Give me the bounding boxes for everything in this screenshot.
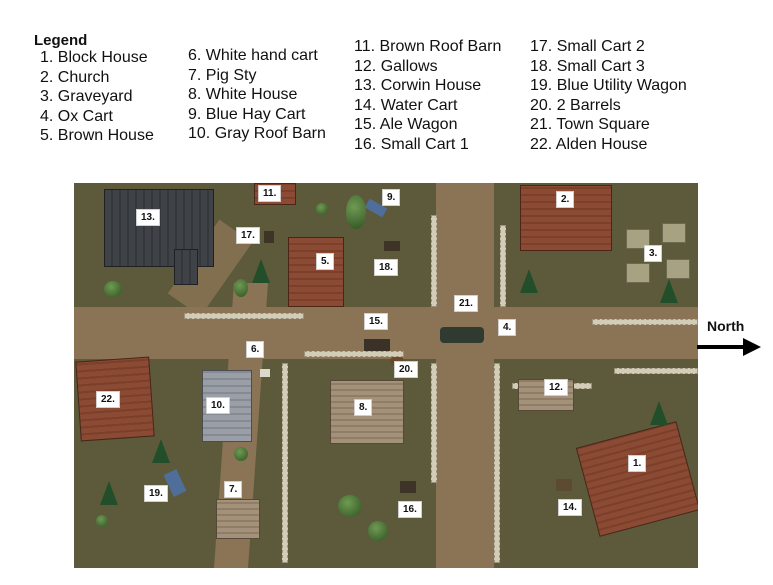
white-house-building (330, 380, 404, 444)
legend-item: 6. White hand cart (188, 47, 318, 64)
stone-wall (592, 319, 698, 325)
pig-sty-structure (216, 499, 260, 539)
map-label-10: 10. (206, 397, 230, 414)
tree (338, 495, 362, 517)
map-label-4: 4. (498, 319, 517, 336)
map-label-18: 18. (374, 259, 398, 276)
legend-item: 18. Small Cart 3 (530, 57, 645, 75)
legend-column-1: 1. Block House 2. Church 3. Graveyard 4.… (40, 48, 154, 146)
water-cart (556, 479, 572, 491)
tree (346, 195, 366, 229)
ale-wagon (364, 339, 390, 351)
legend-item: 20. 2 Barrels (530, 96, 621, 114)
white-hand-cart (260, 369, 270, 377)
stone-wall (431, 215, 437, 307)
pine-tree (152, 439, 170, 463)
map-label-13: 13. (136, 209, 160, 226)
legend-item: 11. Brown Roof Barn (354, 38, 502, 55)
legend-item: 21. Town Square (530, 116, 650, 134)
legend-item: 3. Graveyard (40, 88, 133, 106)
tree (234, 279, 248, 297)
north-label: North (707, 318, 745, 334)
legend-title: Legend (34, 32, 88, 49)
tree (96, 515, 108, 527)
ox-cart (440, 327, 484, 343)
legend-item: 16. Small Cart 1 (354, 135, 469, 153)
legend-item: 19. Blue Utility Wagon (530, 77, 687, 95)
map-label-9: 9. (382, 189, 401, 206)
legend-item: 22. Alden House (530, 135, 648, 153)
north-arrow-shaft (697, 345, 747, 349)
pine-tree (100, 481, 118, 505)
legend-item: 17. Small Cart 2 (530, 38, 645, 55)
block-house-building (575, 421, 698, 537)
brown-house-building (288, 237, 344, 307)
pine-tree (650, 401, 668, 425)
legend-item: 2. Church (40, 68, 110, 86)
legend-item: 8. White House (188, 86, 298, 104)
small-cart-2 (264, 231, 274, 243)
pine-tree (520, 269, 538, 293)
stone-wall (614, 368, 698, 374)
map-label-12: 12. (544, 379, 568, 396)
legend-item: 15. Ale Wagon (354, 116, 458, 134)
map-label-2: 2. (556, 191, 575, 208)
legend-item: 5. Brown House (40, 127, 154, 145)
legend-item: 1. Block House (40, 49, 148, 66)
legend-item: 4. Ox Cart (40, 107, 113, 125)
stone-wall (304, 351, 404, 357)
corwin-house-wing (174, 249, 198, 285)
stone-wall (500, 225, 506, 307)
map-label-21: 21. (454, 295, 478, 312)
stone-wall (184, 313, 304, 319)
gravestone (666, 259, 690, 279)
tree (316, 203, 328, 215)
stone-wall (494, 363, 500, 563)
legend-item: 9. Blue Hay Cart (188, 105, 306, 123)
legend-column-4: 17. Small Cart 2 18. Small Cart 3 19. Bl… (530, 37, 687, 155)
map-label-5: 5. (316, 253, 335, 270)
gravestone (626, 263, 650, 283)
map-label-11: 11. (258, 185, 282, 202)
stone-wall (431, 363, 437, 483)
legend-item: 13. Corwin House (354, 77, 482, 95)
legend-item: 7. Pig Sty (188, 66, 257, 84)
tree (368, 521, 388, 541)
map-label-3: 3. (644, 245, 663, 262)
map-label-8: 8. (354, 399, 373, 416)
legend-item: 10. Gray Roof Barn (188, 125, 326, 143)
map-label-6: 6. (246, 341, 265, 358)
road-north-south (436, 183, 494, 568)
legend-item: 12. Gallows (354, 57, 438, 75)
village-map: 1. 2. 3. 4. 5. 6. 7. 8. 9. 10. 11. 12. 1… (74, 183, 698, 568)
tree (104, 281, 122, 297)
small-cart-1 (400, 481, 416, 493)
map-label-1: 1. (628, 455, 647, 472)
map-label-20: 20. (394, 361, 418, 378)
gravestone (626, 229, 650, 249)
map-label-16: 16. (398, 501, 422, 518)
legend-item: 14. Water Cart (354, 96, 458, 114)
map-label-15: 15. (364, 313, 388, 330)
map-label-19: 19. (144, 485, 168, 502)
gravestone (662, 223, 686, 243)
north-arrow-icon (743, 338, 761, 356)
map-label-14: 14. (558, 499, 582, 516)
pine-tree (660, 279, 678, 303)
tree (234, 447, 248, 461)
pine-tree (252, 259, 270, 283)
map-label-17: 17. (236, 227, 260, 244)
legend-column-2: 6. White hand cart 7. Pig Sty 8. White H… (188, 46, 326, 144)
legend-column-3: 11. Brown Roof Barn 12. Gallows 13. Corw… (354, 37, 501, 155)
map-label-22: 22. (96, 391, 120, 408)
small-cart-3 (384, 241, 400, 251)
map-label-7: 7. (224, 481, 243, 498)
stone-wall (282, 363, 288, 563)
